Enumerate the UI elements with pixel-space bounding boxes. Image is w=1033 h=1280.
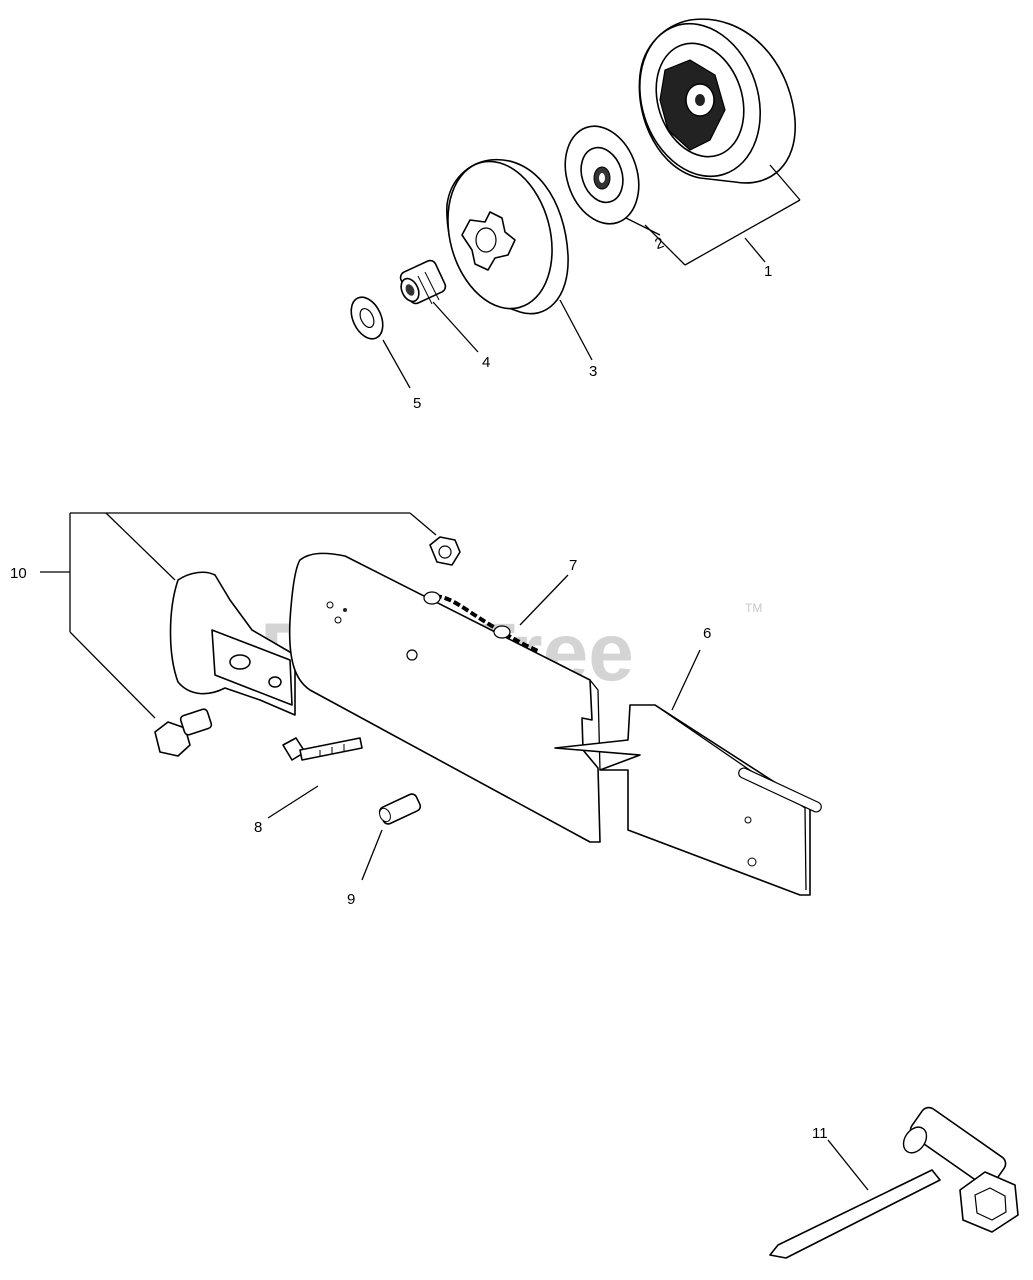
callout-8: 8 [254, 819, 262, 836]
callout-5: 5 [413, 395, 421, 412]
callout-3: 3 [589, 363, 597, 380]
part-clutch-assembly[interactable] [621, 8, 796, 192]
callout-9: 9 [347, 891, 355, 908]
part-bar-plate-assembly[interactable] [169, 571, 296, 716]
part-bar-extension[interactable] [554, 704, 823, 896]
part-washer[interactable] [345, 292, 389, 344]
leader-lines [40, 164, 869, 1191]
callout-7: 7 [569, 557, 577, 574]
part-combination-wrench[interactable] [769, 1104, 1019, 1259]
part-guide-bar[interactable] [288, 552, 601, 843]
callout-11: 11 [812, 1125, 828, 1142]
callout-10: 10 [10, 565, 27, 582]
callout-4: 4 [482, 354, 490, 371]
part-nut[interactable] [429, 536, 461, 566]
part-needle-bearing[interactable] [398, 259, 448, 306]
part-small-bolt[interactable] [378, 792, 422, 825]
part-bolt[interactable] [154, 708, 213, 757]
part-long-bolt[interactable] [282, 737, 363, 761]
part-saw-chain[interactable] [423, 591, 541, 654]
part-clutch-plate[interactable] [553, 117, 650, 234]
watermark-tm: TM [745, 601, 762, 615]
callout-1: 1 [764, 263, 772, 280]
callout-6: 6 [703, 625, 711, 642]
part-sprocket-drum[interactable] [432, 150, 569, 321]
